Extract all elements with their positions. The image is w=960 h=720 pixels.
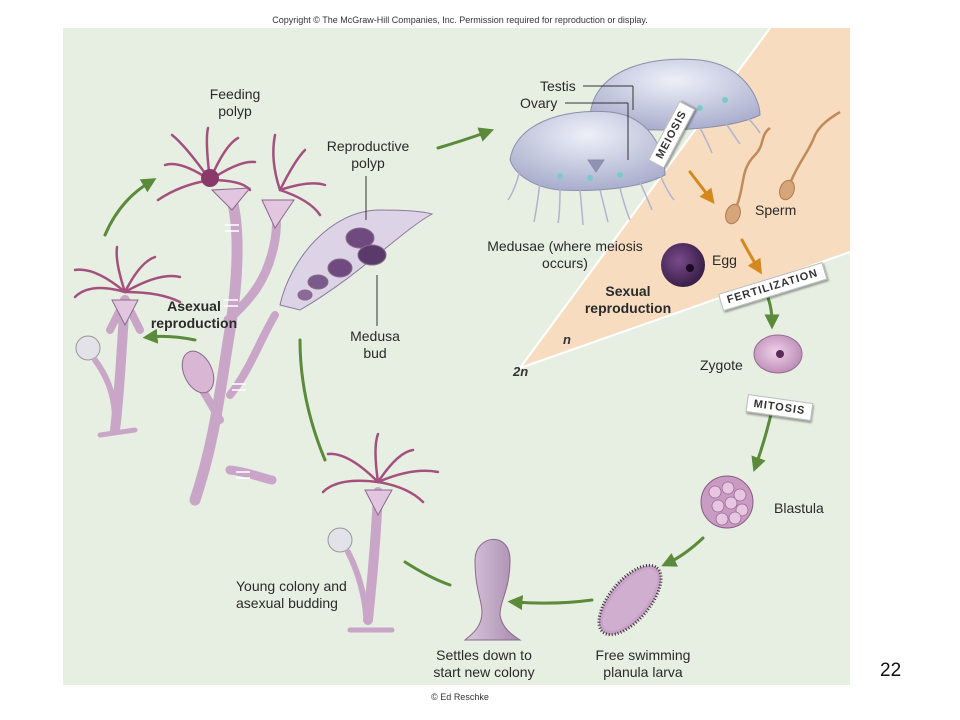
feeding-polyp-label: Feeding polyp bbox=[209, 86, 261, 119]
medusa-bud-label: Medusa bud bbox=[350, 328, 400, 361]
ovary-label: Ovary bbox=[520, 95, 558, 111]
feeding-polyp-tentacles bbox=[156, 126, 327, 217]
zygote-label: Zygote bbox=[700, 357, 743, 373]
sperm-label: Sperm bbox=[755, 202, 797, 218]
sperm-cells bbox=[725, 110, 841, 225]
medusae-label: Medusae (where meiosis occurs) bbox=[487, 238, 643, 271]
hydroid-colony bbox=[181, 187, 434, 506]
sexual-reproduction-label: Sexual reproduction bbox=[584, 283, 672, 316]
asexual-polyp bbox=[73, 245, 182, 438]
young-colony-label: Young colony and asexual budding bbox=[236, 578, 347, 611]
testis-label: Testis bbox=[540, 78, 576, 94]
egg-label: Egg bbox=[712, 252, 737, 268]
asexual-reproduction-label: Asexual reproduction bbox=[150, 298, 238, 331]
haploid-region bbox=[520, 28, 850, 368]
blastula-label: Blastula bbox=[774, 500, 824, 516]
settles-label: Settles down to start new colony bbox=[433, 647, 535, 680]
slide-number: 22 bbox=[880, 660, 902, 681]
life-cycle-arrows bbox=[103, 127, 780, 611]
settling-larva bbox=[463, 538, 522, 641]
photo-credit: © Ed Reschke bbox=[431, 692, 489, 702]
diploid-label: 2n bbox=[513, 364, 529, 379]
planula-larva bbox=[597, 563, 663, 637]
reproductive-polyp-label: Reproductive polyp bbox=[326, 138, 410, 171]
haploid-label: n bbox=[563, 332, 571, 347]
planula-larva-label: Free swimming planula larva bbox=[595, 647, 691, 680]
copyright-notice: Copyright © The McGraw-Hill Companies, I… bbox=[272, 15, 648, 25]
young-colony-polyp bbox=[321, 432, 440, 633]
medusae bbox=[507, 58, 761, 226]
egg-cell bbox=[661, 243, 705, 287]
